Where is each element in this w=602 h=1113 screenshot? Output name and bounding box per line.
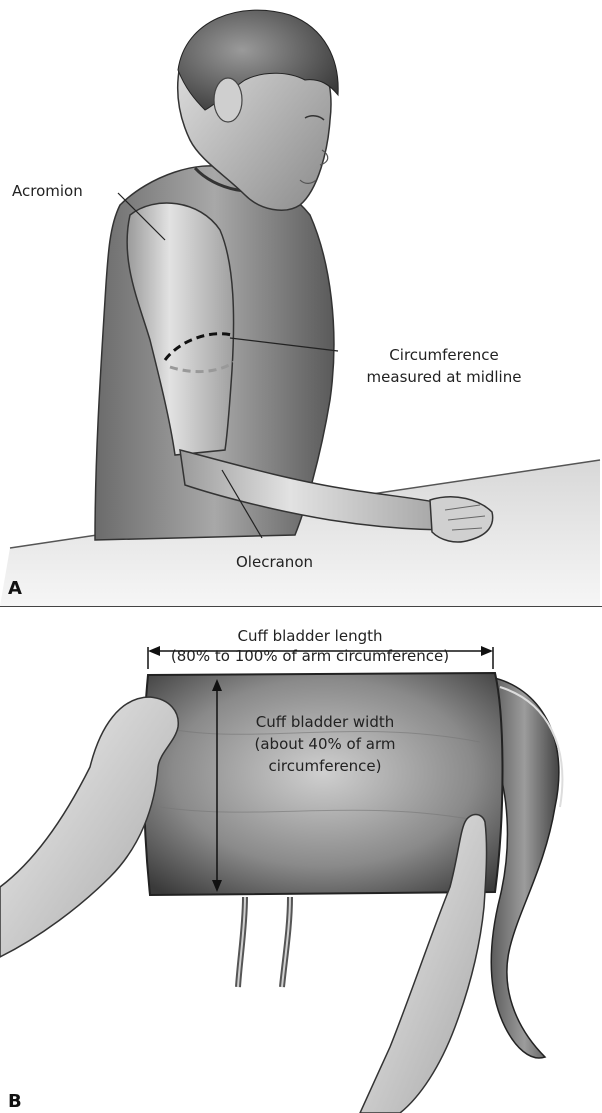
length-label-line2: (80% to 100% of arm circumference) [140,646,480,666]
circumference-label-line1: Circumference [344,345,544,365]
olecranon-label: Olecranon [236,552,313,572]
cuff-bladder [144,673,503,895]
length-label-line1: Cuff bladder length [150,626,470,646]
circumference-label-line2: measured at midline [344,367,544,387]
panel-a: Acromion Circumference measured at midli… [0,0,602,606]
bp-cuff-illustration [0,607,602,1113]
acromion-label: Acromion [12,181,83,201]
width-label-line3: circumference) [240,756,410,776]
panel-letter-a: A [8,578,22,599]
width-label-line1: Cuff bladder width [240,712,410,732]
panel-b: Cuff bladder length (80% to 100% of arm … [0,607,602,1113]
panel-letter-b: B [8,1091,22,1112]
child-arm-illustration [0,0,602,606]
ear [214,78,242,122]
width-label-line2: (about 40% of arm [240,734,410,754]
